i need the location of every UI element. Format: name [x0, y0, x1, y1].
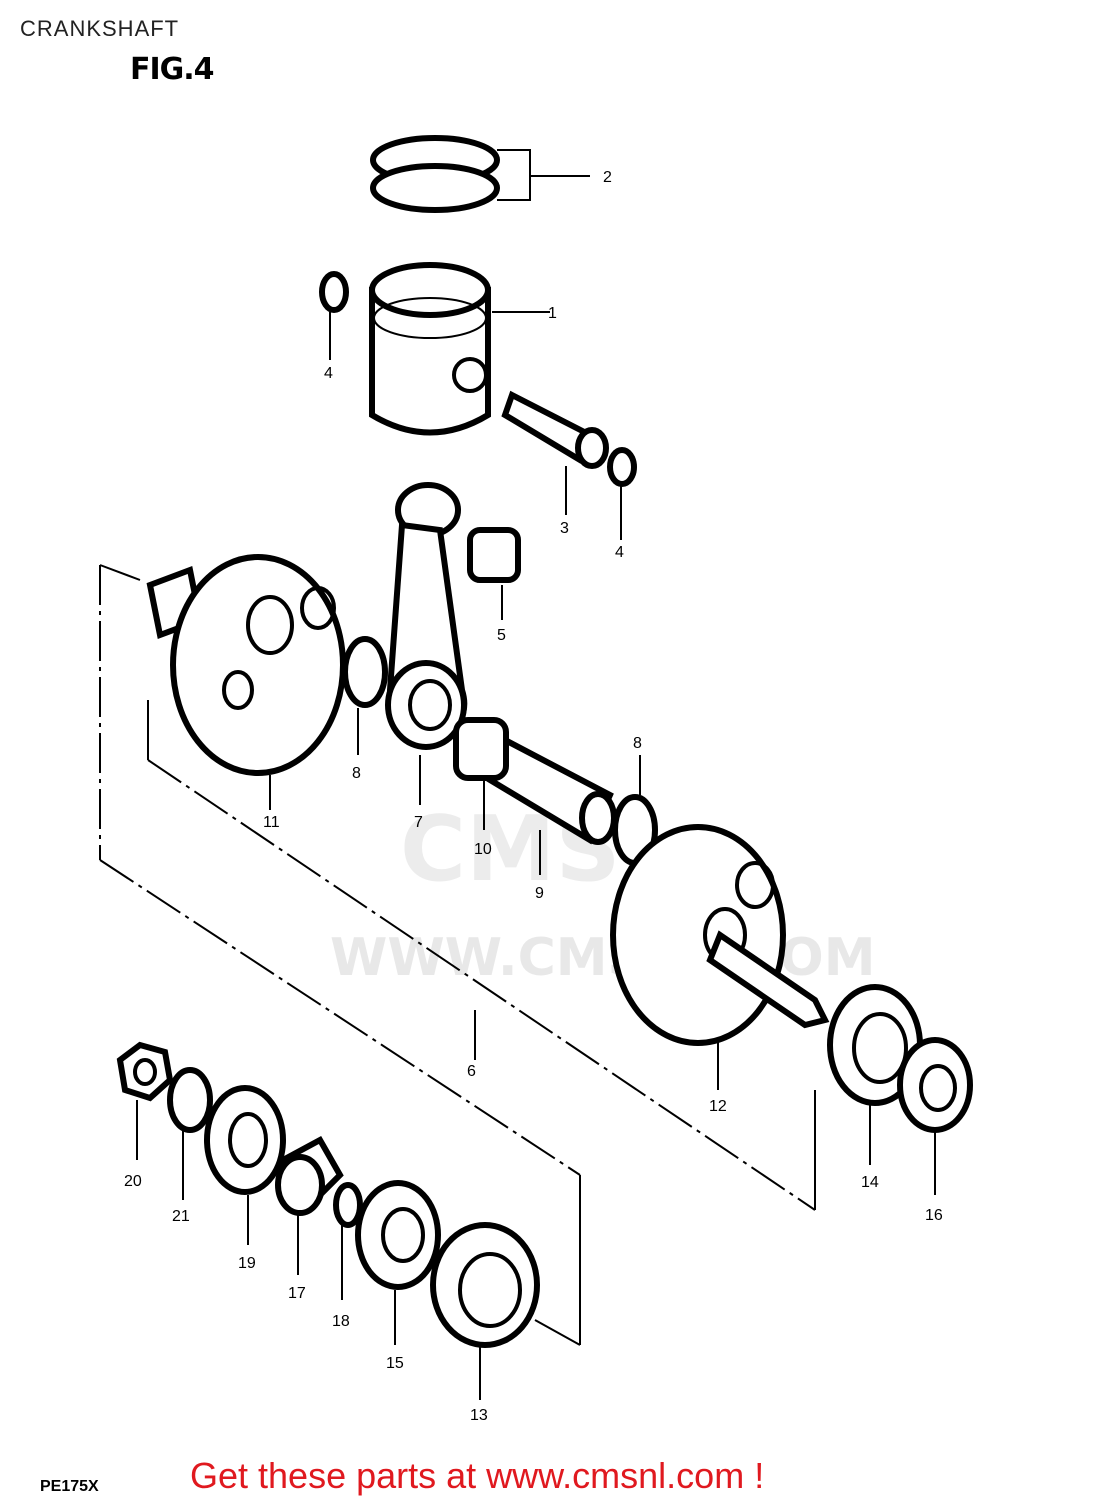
main-bearing-right — [827, 984, 923, 1165]
callout-1: 1 — [548, 305, 557, 322]
assembly-bracket — [99, 564, 816, 1346]
piston — [369, 262, 550, 436]
call-to-action-link[interactable]: Get these parts at www.cmsnl.com ! — [190, 1455, 765, 1496]
model-label: PE175X — [40, 1478, 99, 1495]
callout-6: 6 — [467, 1063, 476, 1080]
callout-15: 15 — [386, 1355, 404, 1372]
callout-5: 5 — [497, 627, 506, 644]
needle-bearing-big — [453, 717, 509, 830]
callout-7: 7 — [414, 814, 423, 831]
callout-8-left: 8 — [352, 765, 361, 782]
callout-9: 9 — [535, 885, 544, 902]
main-bearing-left — [430, 1222, 540, 1400]
spacer — [275, 1135, 344, 1275]
washer — [167, 1067, 213, 1133]
thrust-washer-left — [342, 636, 388, 708]
circlip-left — [319, 271, 349, 313]
circlip-right — [607, 447, 637, 487]
oil-seal-left — [355, 1180, 441, 1345]
callout-11: 11 — [263, 814, 280, 831]
callout-20: 20 — [124, 1173, 142, 1190]
needle-bearing-small — [467, 527, 521, 620]
callout-18: 18 — [332, 1313, 350, 1330]
callout-12: 12 — [709, 1098, 727, 1115]
callout-2: 2 — [603, 169, 612, 186]
callout-4-left: 4 — [324, 365, 333, 382]
crank-pin — [486, 735, 617, 875]
callout-16: 16 — [925, 1207, 943, 1224]
piston-rings — [370, 135, 590, 213]
connecting-rod — [385, 482, 468, 805]
callout-10: 10 — [474, 841, 492, 858]
oil-seal-right — [897, 1037, 973, 1195]
primary-drive-gear — [204, 1085, 286, 1245]
callout-14: 14 — [861, 1174, 879, 1191]
callout-13: 13 — [470, 1407, 488, 1424]
crank-half-right — [610, 824, 830, 1090]
callout-8-right: 8 — [633, 735, 642, 752]
callout-19: 19 — [238, 1255, 256, 1272]
piston-pin — [501, 390, 609, 515]
crank-half-left — [146, 554, 346, 810]
callout-21: 21 — [172, 1208, 190, 1225]
callout-3: 3 — [560, 520, 569, 537]
nut — [116, 1041, 174, 1160]
callout-4-right: 4 — [615, 544, 624, 561]
figure-label: FIG.4 — [130, 52, 215, 87]
page-title: CRANKSHAFT — [20, 16, 180, 41]
callout-17: 17 — [288, 1285, 306, 1302]
o-ring — [333, 1182, 363, 1228]
